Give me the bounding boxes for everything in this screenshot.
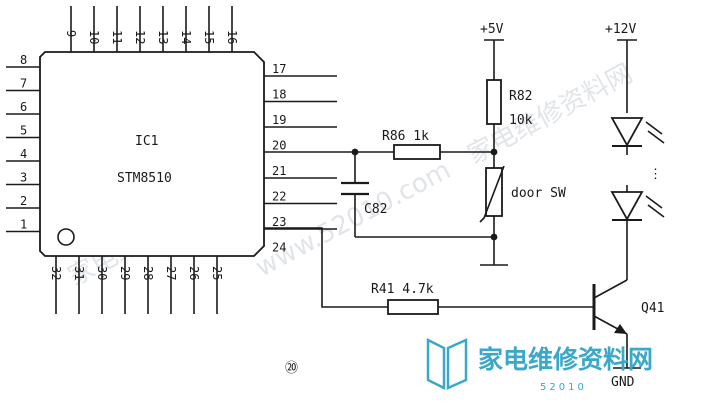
ic-pin-number-5: 5	[20, 124, 27, 138]
ic-pin-number-23: 23	[272, 215, 286, 229]
ic-pin-number-29: 29	[118, 266, 132, 280]
ic-pin-number-30: 30	[95, 266, 109, 280]
ic-pin-number-16: 16	[225, 30, 239, 44]
led-1-triangle	[610, 117, 644, 147]
ic-pin-number-6: 6	[20, 100, 27, 114]
watermark-book-icon-right	[446, 338, 468, 390]
watermark-book-icon	[426, 337, 446, 391]
ic1-pin1-marker	[57, 228, 75, 246]
ic1-body	[39, 51, 265, 257]
ic-pin-number-4: 4	[20, 147, 27, 161]
ic-pin-number-7: 7	[20, 77, 27, 91]
transistor-q41-label: Q41	[641, 301, 664, 316]
ic-pin-number-26: 26	[187, 266, 201, 280]
ic-pin-number-31: 31	[72, 266, 86, 280]
junction-r82-r86	[490, 148, 498, 156]
led-chain: ⋮	[610, 117, 665, 221]
resistor-r41-body	[387, 299, 439, 315]
ground-label: GND	[611, 375, 635, 390]
figure-number: ⑳	[285, 361, 298, 376]
led-2	[610, 191, 665, 221]
resistor-r82: R82 10k	[486, 79, 533, 128]
watermark-site-name: 家电维修资料网	[478, 345, 653, 374]
resistor-r41-label: R41 4.7k	[371, 282, 434, 297]
door-switch: door SW	[479, 165, 566, 223]
wires	[264, 40, 628, 308]
transistor-q41-collector	[593, 279, 628, 299]
ic1-ref: IC1	[135, 134, 158, 149]
resistor-r82-body	[486, 79, 502, 125]
ic-pin-number-10: 10	[87, 30, 101, 44]
supply-12v-label: +12V	[605, 22, 636, 37]
led-2-triangle	[610, 191, 644, 221]
ic-pin-number-18: 18	[272, 88, 286, 102]
ic-pin-number-11: 11	[110, 30, 124, 44]
ic-pin-number-17: 17	[272, 62, 286, 76]
door-switch-variable-mark	[479, 165, 505, 223]
door-switch-label: door SW	[511, 186, 566, 201]
ic-pin-number-2: 2	[20, 194, 27, 208]
transistor-q41: Q41 GND	[592, 279, 664, 390]
supply-5v: +5V	[480, 22, 504, 41]
led-2-ray-1	[645, 195, 663, 209]
led-2-ray-2	[647, 204, 665, 218]
resistor-r82-value: 10k	[509, 113, 533, 128]
ic-pin-number-19: 19	[272, 113, 286, 127]
wire-pin24-r41	[264, 227, 388, 308]
ic-pin-number-27: 27	[164, 266, 178, 280]
resistor-r82-ref: R82	[509, 89, 532, 104]
ic-pin-number-28: 28	[141, 266, 155, 280]
ic-pin-number-12: 12	[133, 30, 147, 44]
ic-pin-number-13: 13	[156, 30, 170, 44]
ic-pin-number-8: 8	[20, 53, 27, 67]
led-1	[610, 117, 665, 147]
led-1-ray-1	[645, 121, 663, 135]
capacitor-c82-label: C82	[364, 202, 387, 217]
ic-pin-number-21: 21	[272, 164, 286, 178]
ic-pin-number-22: 22	[272, 190, 286, 204]
junction-c82-top	[351, 148, 359, 156]
transistor-q41-emitter-arrow	[614, 324, 627, 334]
ic-pin-number-15: 15	[202, 30, 216, 44]
led-1-ray-2	[647, 130, 665, 144]
supply-12v: +12V	[605, 22, 637, 41]
led-ellipsis: ⋮	[649, 167, 662, 182]
resistor-r41: R41 4.7k	[371, 282, 439, 315]
resistor-r86-label: R86 1k	[382, 129, 429, 144]
ic-pin-number-25: 25	[210, 266, 224, 280]
junction-ground-node	[490, 233, 498, 241]
ic-pin-number-9: 9	[64, 30, 78, 37]
ic1-part: STM8510	[117, 171, 172, 186]
ic-pin-number-3: 3	[20, 171, 27, 185]
ic-pin-number-14: 14	[179, 30, 193, 44]
resistor-r86: R86 1k	[382, 129, 441, 160]
watermark-logo: 家电维修资料网 52010	[426, 337, 653, 393]
ic-pin-number-24: 24	[272, 241, 286, 255]
ic-pin-number-1: 1	[20, 218, 27, 232]
watermark-url: 52010	[540, 382, 587, 393]
capacitor-c82: C82	[341, 181, 387, 217]
supply-5v-label: +5V	[480, 22, 504, 37]
ic-pin-number-20: 20	[272, 139, 286, 153]
ic-pin-number-32: 32	[49, 266, 63, 280]
resistor-r86-body	[393, 144, 441, 160]
